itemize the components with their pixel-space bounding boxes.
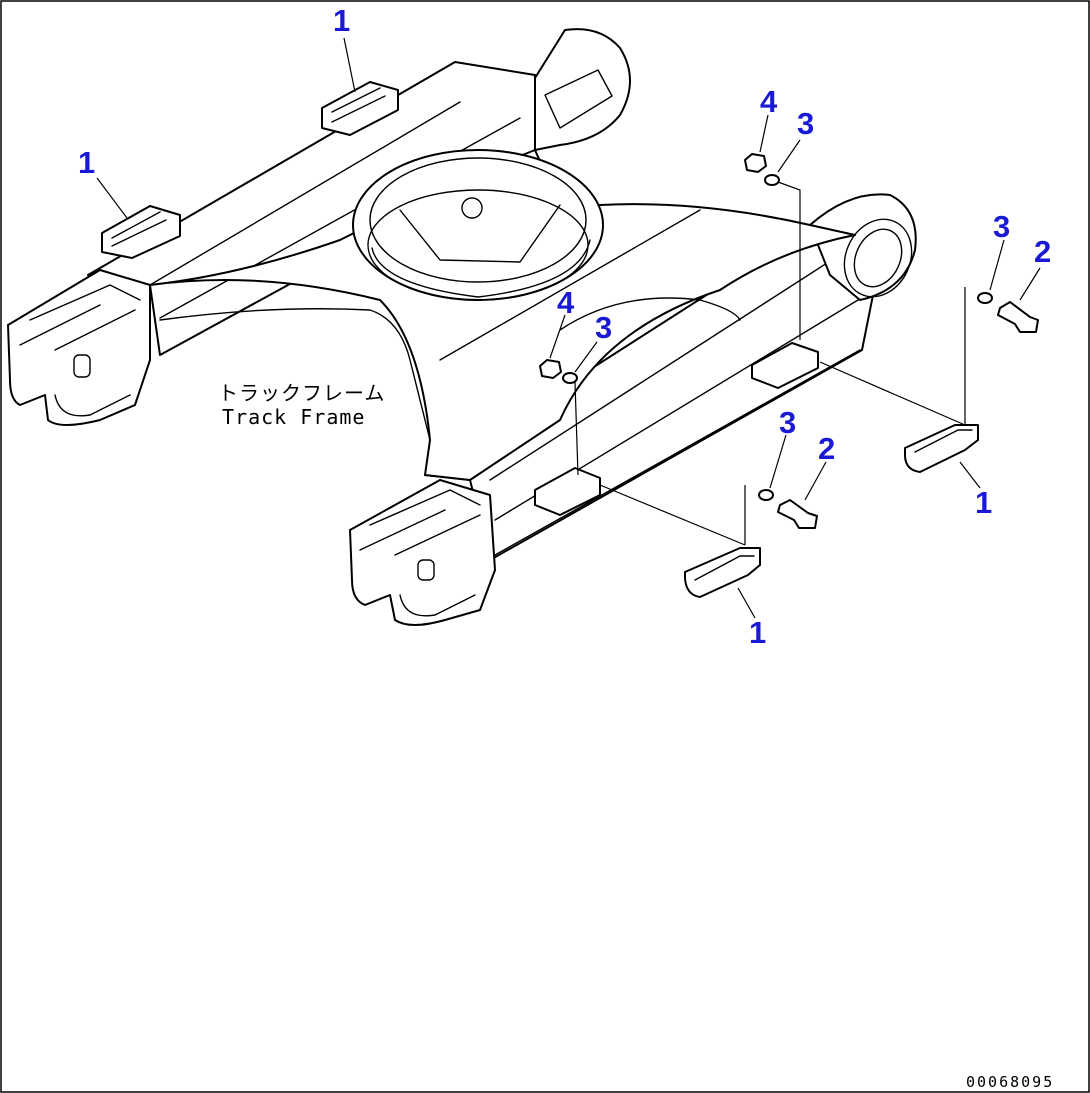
callout-3-lower: 3: [595, 310, 612, 345]
track-guard-exploded-front: [684, 547, 761, 598]
drawing-code: 00068095: [966, 1073, 1054, 1091]
caption-english: Track Frame: [222, 405, 365, 429]
callout-1-exploded-front: 1: [749, 615, 766, 650]
idler-yoke-right: [349, 479, 496, 626]
swing-circle: [352, 149, 604, 301]
track-guard-top-front: [101, 205, 181, 259]
washer-upper: [764, 174, 780, 186]
callout-1-exploded-rear: 1: [975, 485, 992, 520]
callout-3-right: 3: [993, 209, 1010, 244]
nut-upper: [744, 153, 767, 173]
sprocket-housing-left: [534, 28, 631, 151]
sprocket-housing-right: [809, 193, 917, 301]
callout-4-lower: 4: [557, 285, 575, 320]
track-guard-top-rear: [321, 81, 399, 136]
leader-lines: [96, 37, 1041, 619]
callout-2-mid: 2: [818, 431, 835, 466]
track-guard-mounted-mid: [534, 467, 601, 516]
idler-yoke-left: [7, 269, 151, 426]
washer-mid: [758, 489, 774, 501]
track-guard-exploded-rear: [904, 424, 979, 473]
callout-1-top-rear: 1: [333, 3, 350, 38]
callout-4-upper: 4: [760, 84, 778, 119]
bolt-right: [997, 301, 1039, 333]
washer-right: [977, 292, 993, 304]
callout-2-right: 2: [1034, 234, 1051, 269]
callout-3-mid: 3: [779, 405, 796, 440]
callout-1-top-front: 1: [78, 145, 95, 180]
track-frame: [7, 28, 917, 626]
washer-lower: [562, 372, 578, 384]
track-guard-mounted-rear: [751, 342, 819, 389]
caption-japanese: トラックフレーム: [218, 381, 385, 405]
bolt-mid: [777, 499, 818, 529]
callout-3-upper: 3: [797, 106, 814, 141]
nut-lower: [539, 359, 562, 379]
